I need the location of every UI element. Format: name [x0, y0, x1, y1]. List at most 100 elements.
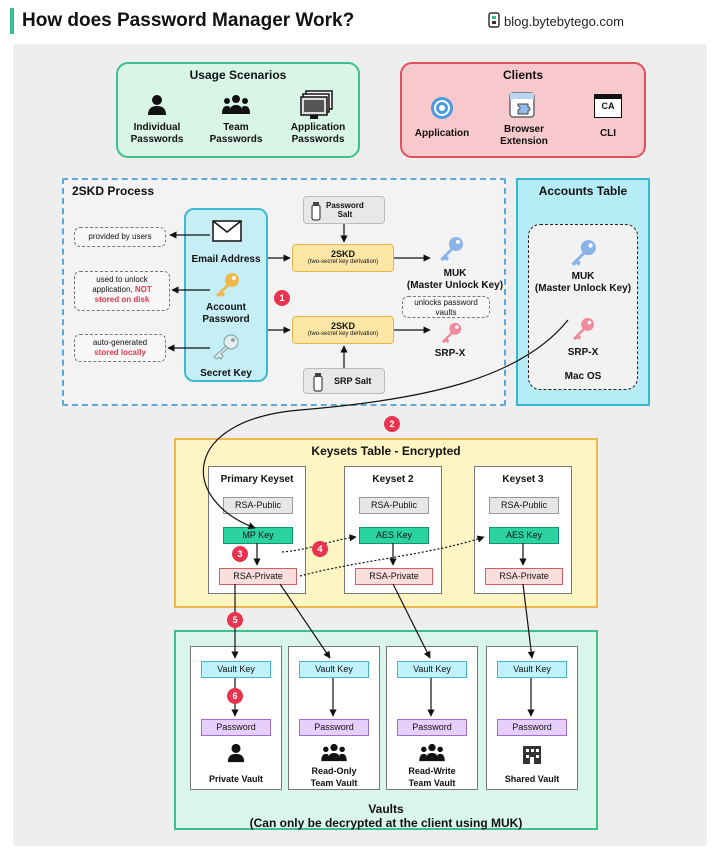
clients-panel: Clients Application Browser Extension CA…: [400, 62, 646, 158]
cred-account-password-label: Account Password: [202, 302, 250, 325]
keyset-name: Keyset 2: [372, 474, 414, 485]
vault-key: Vault Key: [397, 661, 467, 678]
vault-password: Password: [497, 719, 567, 736]
mp-key: MP Key: [223, 527, 293, 544]
clients-title: Clients: [502, 68, 543, 82]
password-salt-label: Password Salt: [326, 201, 364, 219]
keyset-name: Keyset 3: [502, 474, 544, 485]
accounts-title: Accounts Table: [538, 184, 628, 198]
arrow-primary-to-readonly-vault: [279, 583, 331, 659]
usage-title: Usage Scenarios: [189, 68, 287, 82]
muk-label: MUK (Master Unlock Key): [406, 268, 504, 291]
keysets-title: Keysets Table - Encrypted: [311, 444, 461, 458]
vault-name: Read-Write Team Vault: [408, 766, 456, 788]
vaults-title: Vaults (Can only be decrypted at the cli…: [249, 802, 523, 830]
note-auto-generated: auto-generated stored locally: [74, 334, 166, 362]
password-salt-box: Password Salt: [303, 196, 385, 224]
usage-team-label: Team Passwords: [209, 122, 263, 145]
muk-note: unlocks password vaults: [402, 296, 490, 318]
srpx-label: SRP-X: [434, 348, 466, 359]
note-users-text: provided by users: [88, 232, 152, 241]
arrow-private-to-aes3: [299, 535, 485, 577]
credentials-group: Email Address Account Password Secret Ke…: [184, 208, 268, 382]
usage-application-label: Application Passwords: [290, 122, 346, 145]
envelope-icon: [212, 220, 242, 247]
cred-email-label: Email Address: [191, 254, 261, 265]
skd-box-bottom-sub: (two-secret key derivation): [307, 331, 379, 337]
skd-box-top: 2SKD (two-secret key derivation): [292, 244, 394, 272]
keyset-2: Keyset 2 RSA-Public AES Key RSA-Private: [344, 466, 442, 594]
client-cli-label: CLI: [599, 128, 617, 139]
keyset-3: Keyset 3 RSA-Public AES Key RSA-Private: [474, 466, 572, 594]
rsa-private-key: RSA-Private: [355, 568, 433, 585]
keyset-primary: Primary Keyset RSA-Public MP Key RSA-Pri…: [208, 466, 306, 594]
skd-title: 2SKD Process: [72, 184, 155, 198]
note-unlock-line3: stored on disk: [94, 295, 150, 304]
rsa-private-key: RSA-Private: [219, 568, 297, 585]
srpx-key-icon: [440, 322, 462, 349]
usage-scenarios-panel: Usage Scenarios Individual Passwords Tea…: [116, 62, 360, 158]
usage-individual-label: Individual Passwords: [130, 122, 184, 145]
rsa-private-key: RSA-Private: [485, 568, 563, 585]
shared-building-icon: [521, 743, 543, 770]
step-badge: 1: [274, 290, 290, 306]
accounts-srpx-label: SRP-X: [567, 347, 599, 358]
arrow-private-to-aes2: [281, 534, 357, 553]
application-icon: [430, 96, 454, 125]
client-application-label: Application: [414, 128, 470, 139]
aes-key: AES Key: [489, 527, 559, 544]
salt-shaker-icon: [312, 372, 324, 397]
vault-password: Password: [299, 719, 369, 736]
srp-salt-box: SRP Salt: [303, 368, 385, 394]
vault-name: Read-Only Team Vault: [310, 766, 358, 788]
note-unlock-line1: used to unlock: [96, 275, 148, 284]
accounts-os-label: Mac OS: [564, 371, 602, 382]
note-unlock-line2: application,: [92, 285, 135, 294]
salt-shaker-icon: [310, 201, 322, 226]
client-browser-label: Browser Extension: [500, 124, 548, 147]
brand-link[interactable]: blog.bytebytego.com: [504, 14, 624, 29]
page-title: How does Password Manager Work?: [22, 10, 355, 31]
rsa-public-key: RSA-Public: [223, 497, 293, 514]
srp-salt-label: SRP Salt: [334, 376, 372, 386]
rsa-public-key: RSA-Public: [359, 497, 429, 514]
browser-extension-icon: [508, 90, 538, 125]
team-icon: [418, 743, 446, 768]
arrow-muk-to-mpkey: [203, 319, 569, 530]
skd-box-bottom: 2SKD (two-secret key derivation): [292, 316, 394, 344]
person-icon: [226, 743, 246, 768]
keyset-name: Primary Keyset: [220, 474, 294, 485]
vault-read-write-team: Vault Key Password Read-Write Team Vault: [386, 646, 478, 790]
mac-os-client-store: MUK (Master Unlock Key) SRP-X Mac OS: [528, 224, 638, 390]
step-badge: 5: [227, 612, 243, 628]
skd-box-bottom-title: 2SKD: [330, 321, 355, 331]
vault-key: Vault Key: [299, 661, 369, 678]
cli-icon: CA: [594, 94, 622, 118]
cli-glyph: CA: [601, 101, 615, 111]
note-unlock-application: used to unlock application, NOT stored o…: [74, 271, 170, 311]
team-icon: [221, 94, 251, 121]
bytebytego-logo-icon: [488, 12, 501, 33]
title-accent-bar: [10, 8, 14, 34]
note-auto-line1: auto-generated: [92, 338, 148, 347]
muk-key-icon: [438, 236, 464, 267]
vault-private: Vault Key Password Private Vault: [190, 646, 282, 790]
person-icon: [146, 94, 168, 121]
vault-name: Private Vault: [208, 774, 264, 784]
skd-box-top-title: 2SKD: [330, 249, 355, 259]
team-icon: [320, 743, 348, 768]
muk-key-icon: [569, 239, 597, 272]
skd-box-top-sub: (two-secret key derivation): [307, 259, 379, 265]
vault-read-only-team: Vault Key Password Read-Only Team Vault: [288, 646, 380, 790]
monitor-icon: [300, 90, 334, 125]
note-provided-by-users: provided by users: [74, 227, 166, 247]
step-badge: 4: [312, 541, 328, 557]
vault-name: Shared Vault: [504, 774, 560, 784]
step-badge: 3: [232, 546, 248, 562]
rsa-public-key: RSA-Public: [489, 497, 559, 514]
vault-key: Vault Key: [201, 661, 271, 678]
note-auto-line2: stored locally: [94, 348, 146, 357]
vault-key: Vault Key: [497, 661, 567, 678]
